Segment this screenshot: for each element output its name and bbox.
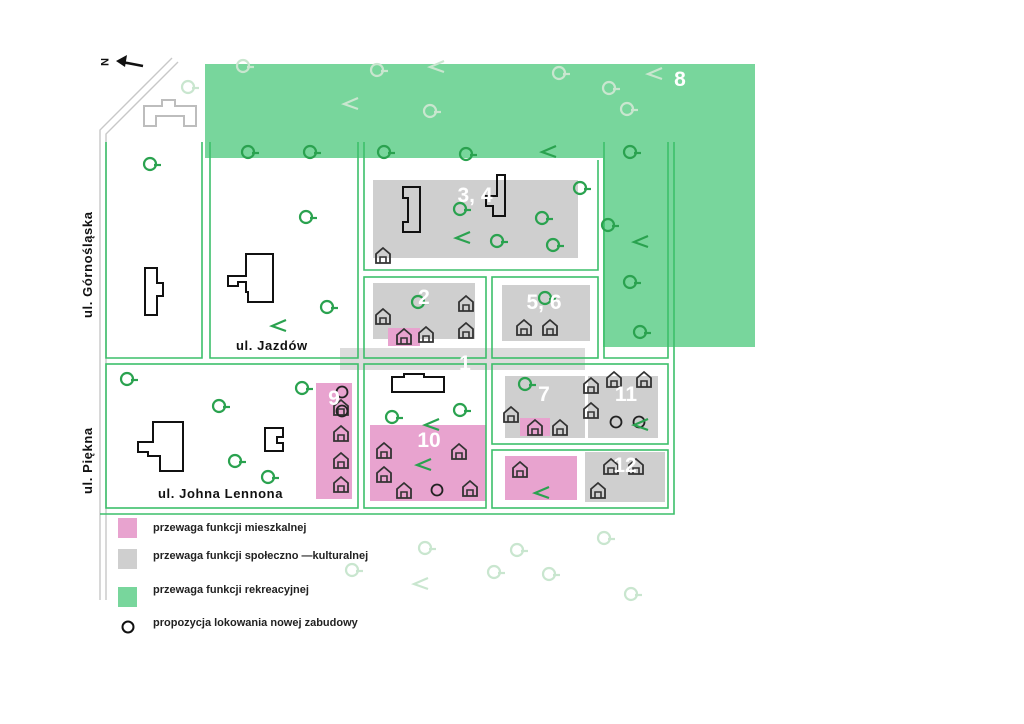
residential-spot-2 <box>388 328 420 346</box>
street-label-gornoslaska: ul. Górnośląska <box>80 211 95 318</box>
recreational-zone-8 <box>205 64 755 347</box>
zone-label-10: 10 <box>417 429 440 452</box>
legend-swatch-residential <box>118 518 137 538</box>
legend-swatch-socio-cultural <box>118 549 137 569</box>
zone-label-2: 2 <box>418 286 430 309</box>
legend-label-new-building: propozycja lokowania nowej zabudowy <box>153 617 359 629</box>
legend-label-residential: przewaga funkcji mieszkalnej <box>153 522 306 534</box>
legend: przewaga funkcji mieszkalnej przewaga fu… <box>118 518 368 634</box>
zone-label-12: 12 <box>613 454 636 477</box>
residential-zone-12a <box>505 456 577 500</box>
north-arrow: N <box>98 55 144 68</box>
block-outlines <box>99 57 675 600</box>
existing-buildings <box>137 99 506 472</box>
legend-new-building-icon <box>121 620 135 634</box>
zone-label-1: 1 <box>459 352 471 375</box>
socio-cultural-zone-12 <box>585 452 665 502</box>
zone-label-9: 9 <box>328 387 340 410</box>
legend-label-recreational: przewaga funkcji rekreacyjnej <box>153 584 309 596</box>
legend-swatch-recreational <box>118 587 137 607</box>
new-building-markers <box>335 385 646 497</box>
street-label-piekna: ul. Piękna <box>80 427 95 494</box>
street-label-jazdow: ul. Jazdów <box>236 338 308 353</box>
zone-label-7: 7 <box>538 383 550 406</box>
zone-label-3-4: 3, 4 <box>457 184 492 207</box>
residential-zone-10 <box>370 425 486 501</box>
zone-label-11: 11 <box>615 383 638 406</box>
north-label: N <box>98 58 110 66</box>
zone-label-5-6: 5, 6 <box>526 291 561 314</box>
zone-label-8: 8 <box>674 68 686 91</box>
street-label-lennona: ul. Johna Lennona <box>158 486 283 501</box>
legend-label-socio-cultural: przewaga funkcji społeczno —kulturalnej <box>153 550 368 562</box>
